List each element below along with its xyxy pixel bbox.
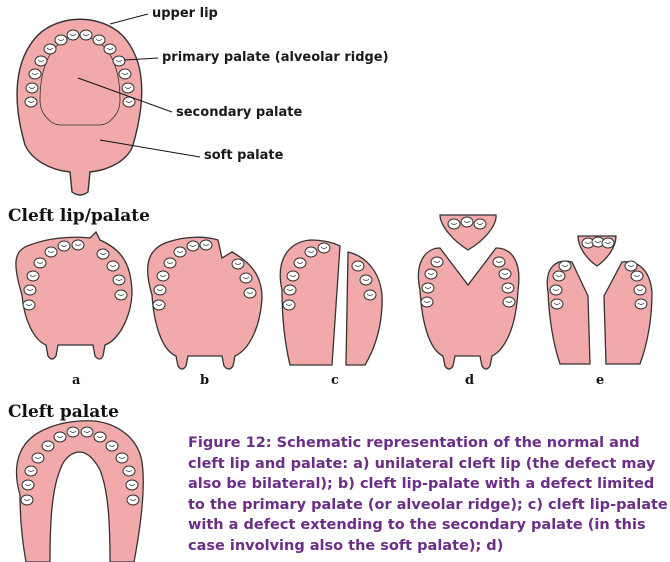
palate-variant-b [148, 237, 262, 369]
palate-variant-a [16, 232, 132, 359]
palate-variant-d [418, 215, 518, 369]
variant-label-d: d [465, 373, 474, 388]
cleft-palate-drawing [16, 421, 143, 562]
variant-label-a: a [72, 373, 80, 388]
variant-label-e: e [596, 373, 604, 388]
primary-palate-label: primary palate (alveolar ridge) [162, 50, 389, 65]
cleft-palate-heading: Cleft palate [8, 402, 119, 422]
palate-variant-e [547, 236, 652, 364]
soft-palate-label: soft palate [204, 148, 283, 163]
secondary-palate-label: secondary palate [176, 105, 302, 120]
normal-palate [17, 14, 200, 195]
upper-lip-label: upper lip [152, 6, 218, 21]
variant-label-b: b [200, 373, 209, 388]
palate-variant-c [280, 240, 382, 365]
figure-caption: Figure 12: Schematic representation of t… [188, 433, 670, 562]
variant-label-c: c [331, 373, 339, 388]
cleft-lip-palate-heading: Cleft lip/palate [8, 206, 150, 226]
